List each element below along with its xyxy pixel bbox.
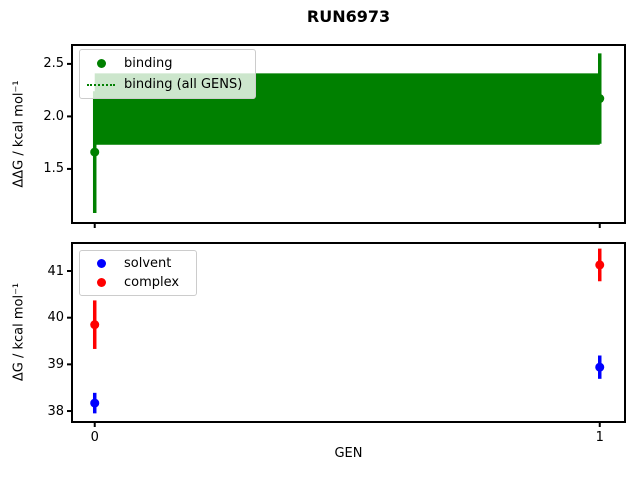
plot-frame [71,44,626,224]
legend-item: binding (all GENS) [86,74,249,95]
dotted-line-icon [86,83,116,86]
data-point-binding [90,147,100,157]
dotted-line [87,83,115,86]
legend-item: solvent [86,254,190,273]
top-legend: binding binding (all GENS) [79,49,256,99]
y-tick-label: 38 [47,403,64,419]
marker-dot-icon [86,259,116,268]
y-tick-label: 39 [47,356,64,372]
marker-dot-icon [86,59,116,68]
plot-frame [71,242,626,423]
y-tick-label: 2.5 [43,56,64,72]
x-tick-label: 0 [90,430,99,445]
legend-label: binding (all GENS) [124,76,243,92]
dot-icon [96,59,106,68]
y-tick-label: 1.5 [43,161,64,177]
legend-item: binding [86,53,249,74]
chart-title: RUN6973 [306,7,391,26]
y-tick-label: 41 [47,263,64,279]
legend-label: solvent [124,255,172,271]
legend-label: binding [124,55,173,71]
legend-label: complex [124,274,180,290]
marker-dot-icon [86,278,116,287]
data-point-solvent [90,398,100,408]
dot-icon [96,278,106,287]
x-tick-label: 1 [595,430,604,445]
data-point-complex [595,260,605,270]
data-point-complex [90,320,100,330]
y-tick-label: 40 [47,310,64,326]
x-axis-label: GEN [334,446,363,461]
legend-item: complex [86,273,190,292]
data-point-binding [595,94,605,104]
y-tick-label: 2.0 [43,108,64,124]
dot-icon [96,259,106,268]
bottom-legend: solvent complex [79,250,197,296]
data-point-solvent [595,362,605,372]
